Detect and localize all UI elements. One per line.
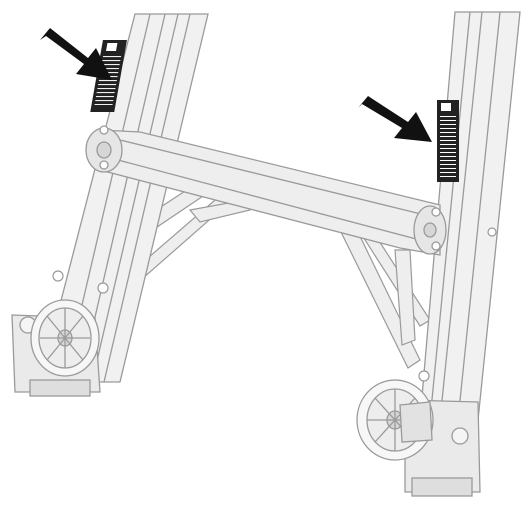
arrow-right xyxy=(358,96,432,142)
arrow-left xyxy=(40,28,112,80)
spreader-bar xyxy=(85,125,447,256)
rear-brace-right xyxy=(339,225,431,369)
right-rail xyxy=(419,11,521,421)
left-wheel xyxy=(30,299,100,377)
rail-rivets xyxy=(52,227,497,382)
right-wheel xyxy=(356,379,434,461)
warning-label-right xyxy=(437,100,459,182)
